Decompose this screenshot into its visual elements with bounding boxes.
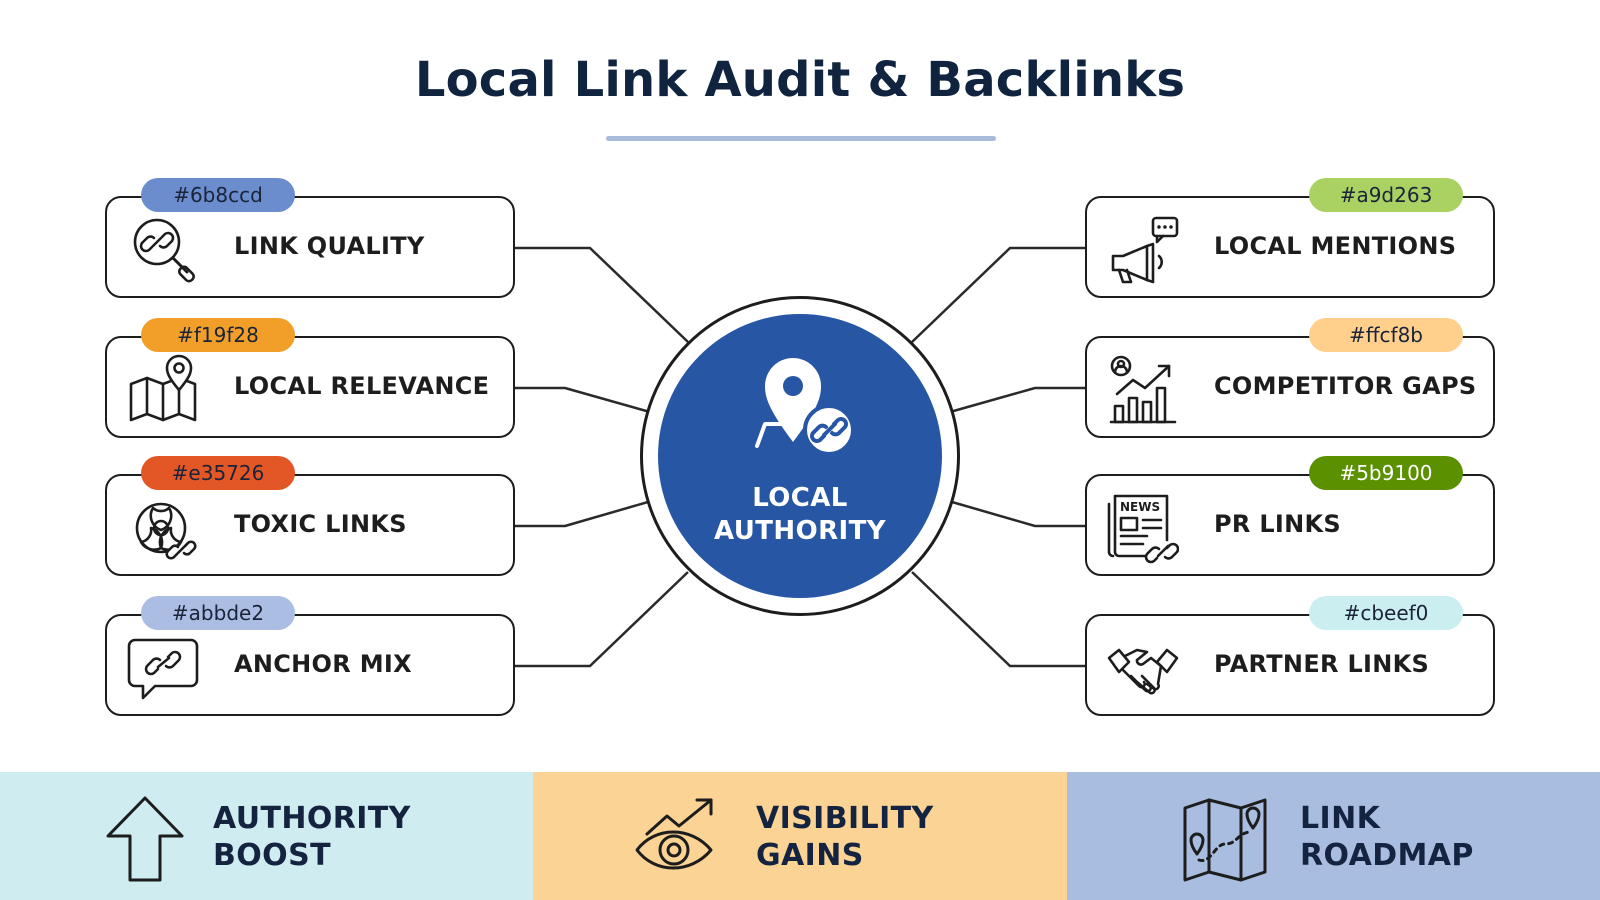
badge-toxic-links: #e35726 bbox=[141, 456, 295, 490]
card-local-mentions[interactable]: LOCAL MENTIONS bbox=[1085, 196, 1495, 298]
footer-line2: ROADMAP bbox=[1300, 838, 1474, 873]
hub-label-line1: LOCAL bbox=[752, 483, 848, 513]
speech-bubble-link-icon bbox=[127, 632, 199, 704]
card-label: COMPETITOR GAPS bbox=[1214, 372, 1477, 400]
card-label: LOCAL RELEVANCE bbox=[234, 372, 490, 400]
card-toxic-links[interactable]: TOXIC LINKS bbox=[105, 474, 515, 576]
connector-link-quality bbox=[515, 246, 689, 343]
card-competitor-gaps[interactable]: COMPETITOR GAPS bbox=[1085, 336, 1495, 438]
connector-local-relevance bbox=[515, 386, 651, 414]
connector-local-mentions bbox=[911, 246, 1085, 343]
badge-competitor-gaps: #ffcf8b bbox=[1309, 318, 1463, 352]
map-pin-icon bbox=[127, 354, 199, 426]
page-title: Local Link Audit & Backlinks bbox=[414, 52, 1186, 108]
badge-pr-links: #5b9100 bbox=[1309, 456, 1463, 490]
connector-partner-links bbox=[911, 571, 1085, 668]
footer-panel-link-roadmap[interactable]: LINK ROADMAP bbox=[1067, 772, 1600, 900]
growth-chart-icon bbox=[1107, 354, 1179, 426]
footer-bar: AUTHORITY BOOST VISIBILITY GAINS bbox=[0, 772, 1600, 900]
connector-toxic-links bbox=[515, 500, 649, 528]
footer-line2: GAINS bbox=[756, 838, 864, 873]
card-label: LOCAL MENTIONS bbox=[1214, 232, 1457, 260]
footer-line1: VISIBILITY bbox=[756, 801, 934, 836]
magnifier-link-icon bbox=[127, 214, 199, 286]
footer-text: AUTHORITY BOOST bbox=[213, 800, 411, 874]
title-underline bbox=[606, 136, 996, 141]
hub-label: LOCAL AUTHORITY bbox=[658, 482, 942, 548]
footer-line1: LINK bbox=[1300, 801, 1381, 836]
card-partner-links[interactable]: PARTNER LINKS bbox=[1085, 614, 1495, 716]
footer-text: VISIBILITY GAINS bbox=[756, 800, 934, 874]
card-label: PR LINKS bbox=[1214, 510, 1342, 538]
badge-partner-links: #cbeef0 bbox=[1309, 596, 1463, 630]
location-pin-link-icon bbox=[735, 348, 865, 468]
connector-anchor-mix bbox=[515, 571, 689, 668]
card-anchor-mix[interactable]: ANCHOR MIX bbox=[105, 614, 515, 716]
newspaper-link-icon: NEWS bbox=[1107, 492, 1179, 564]
biohazard-link-icon bbox=[127, 492, 199, 564]
connector-pr-links bbox=[951, 500, 1085, 528]
badge-local-mentions: #a9d263 bbox=[1309, 178, 1463, 212]
footer-panel-authority-boost[interactable]: AUTHORITY BOOST bbox=[0, 772, 533, 900]
arrow-up-icon bbox=[100, 794, 190, 884]
card-label: PARTNER LINKS bbox=[1214, 650, 1430, 678]
card-label: TOXIC LINKS bbox=[234, 510, 407, 538]
footer-line1: AUTHORITY bbox=[213, 801, 411, 836]
megaphone-chat-icon bbox=[1107, 214, 1179, 286]
card-link-quality[interactable]: LINK QUALITY bbox=[105, 196, 515, 298]
route-map-icon bbox=[1181, 794, 1271, 884]
footer-line2: BOOST bbox=[213, 838, 331, 873]
badge-link-quality: #6b8ccd bbox=[141, 178, 295, 212]
connector-competitor-gaps bbox=[949, 386, 1085, 414]
handshake-icon bbox=[1107, 632, 1179, 704]
card-pr-links[interactable]: NEWS PR LINKS bbox=[1085, 474, 1495, 576]
svg-text:NEWS: NEWS bbox=[1120, 500, 1160, 514]
card-label: ANCHOR MIX bbox=[234, 650, 412, 678]
eye-growth-icon bbox=[633, 794, 723, 884]
badge-local-relevance: #f19f28 bbox=[141, 318, 295, 352]
card-local-relevance[interactable]: LOCAL RELEVANCE bbox=[105, 336, 515, 438]
card-label: LINK QUALITY bbox=[234, 232, 425, 260]
footer-text: LINK ROADMAP bbox=[1300, 800, 1474, 874]
badge-anchor-mix: #abbde2 bbox=[141, 596, 295, 630]
hub-label-line2: AUTHORITY bbox=[714, 516, 886, 546]
footer-panel-visibility-gains[interactable]: VISIBILITY GAINS bbox=[533, 772, 1067, 900]
